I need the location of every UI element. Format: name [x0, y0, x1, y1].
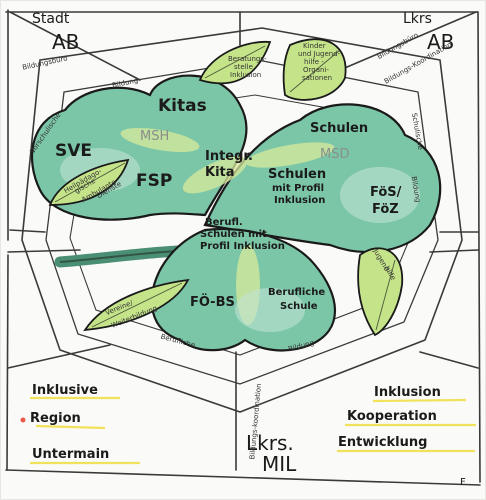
- corner-bottom-line1: Lkrs.: [246, 431, 294, 455]
- region-line-1: Inklusive: [32, 383, 98, 398]
- label-fsp: FSP: [136, 171, 173, 191]
- label-profil-inklusion: Profil Inklusion: [200, 241, 285, 252]
- leaf-kinder-3: hilfe -: [304, 58, 324, 66]
- leaf-kinder-5: sationen: [302, 74, 333, 82]
- region-line-3: Untermain: [32, 447, 110, 462]
- leaf-kinder-2: und Jugend-: [298, 50, 341, 58]
- leaf-beratung-2: stelle: [234, 63, 253, 71]
- label-sve: SVE: [55, 141, 93, 161]
- label-foes: FöS/: [370, 185, 402, 200]
- leaf-beratung-1: Beratungs-: [228, 55, 267, 63]
- motto-line-3: Entwicklung: [338, 435, 428, 450]
- region-line-2: Region: [30, 411, 81, 426]
- label-foe-bs: FÖ-BS: [190, 295, 235, 310]
- label-msh: MSH: [140, 129, 170, 144]
- corner-top-left-line1: Stadt: [32, 11, 70, 27]
- label-berufl: Berufl.: [205, 217, 243, 228]
- leaf-kinder-4: Organi-: [303, 66, 329, 74]
- corner-top-right-line2: AB: [427, 30, 455, 54]
- label-schulen: Schulen: [310, 121, 369, 136]
- label-berufliche-schule-2: Schule: [280, 301, 318, 312]
- label-schulen-mit: Schulen mit: [200, 229, 267, 240]
- label-msd: MSD: [320, 147, 350, 162]
- signature: F: [460, 477, 466, 488]
- leaf-beratung-3: Inklusion: [230, 71, 262, 79]
- label-mit-profil: mit Profil: [272, 183, 325, 194]
- leaf-kinder-1: Kinder: [303, 42, 326, 50]
- label-inklusion: Inklusion: [274, 195, 326, 206]
- label-berufliche-schule-1: Berufliche: [268, 287, 326, 298]
- corner-bottom-line2: MIL: [262, 452, 297, 476]
- label-schulen-profil: Schulen: [268, 167, 327, 182]
- label-kita: Kita: [205, 165, 235, 180]
- label-foez: FöZ: [372, 202, 399, 217]
- label-integr: Integr.: [205, 149, 253, 164]
- label-kitas: Kitas: [158, 96, 207, 116]
- corner-top-left-line2: AB: [52, 30, 80, 54]
- corner-top-right-line1: Lkrs: [403, 11, 432, 27]
- motto-line-1: Inklusion: [374, 385, 441, 400]
- motto-line-2: Kooperation: [347, 409, 437, 424]
